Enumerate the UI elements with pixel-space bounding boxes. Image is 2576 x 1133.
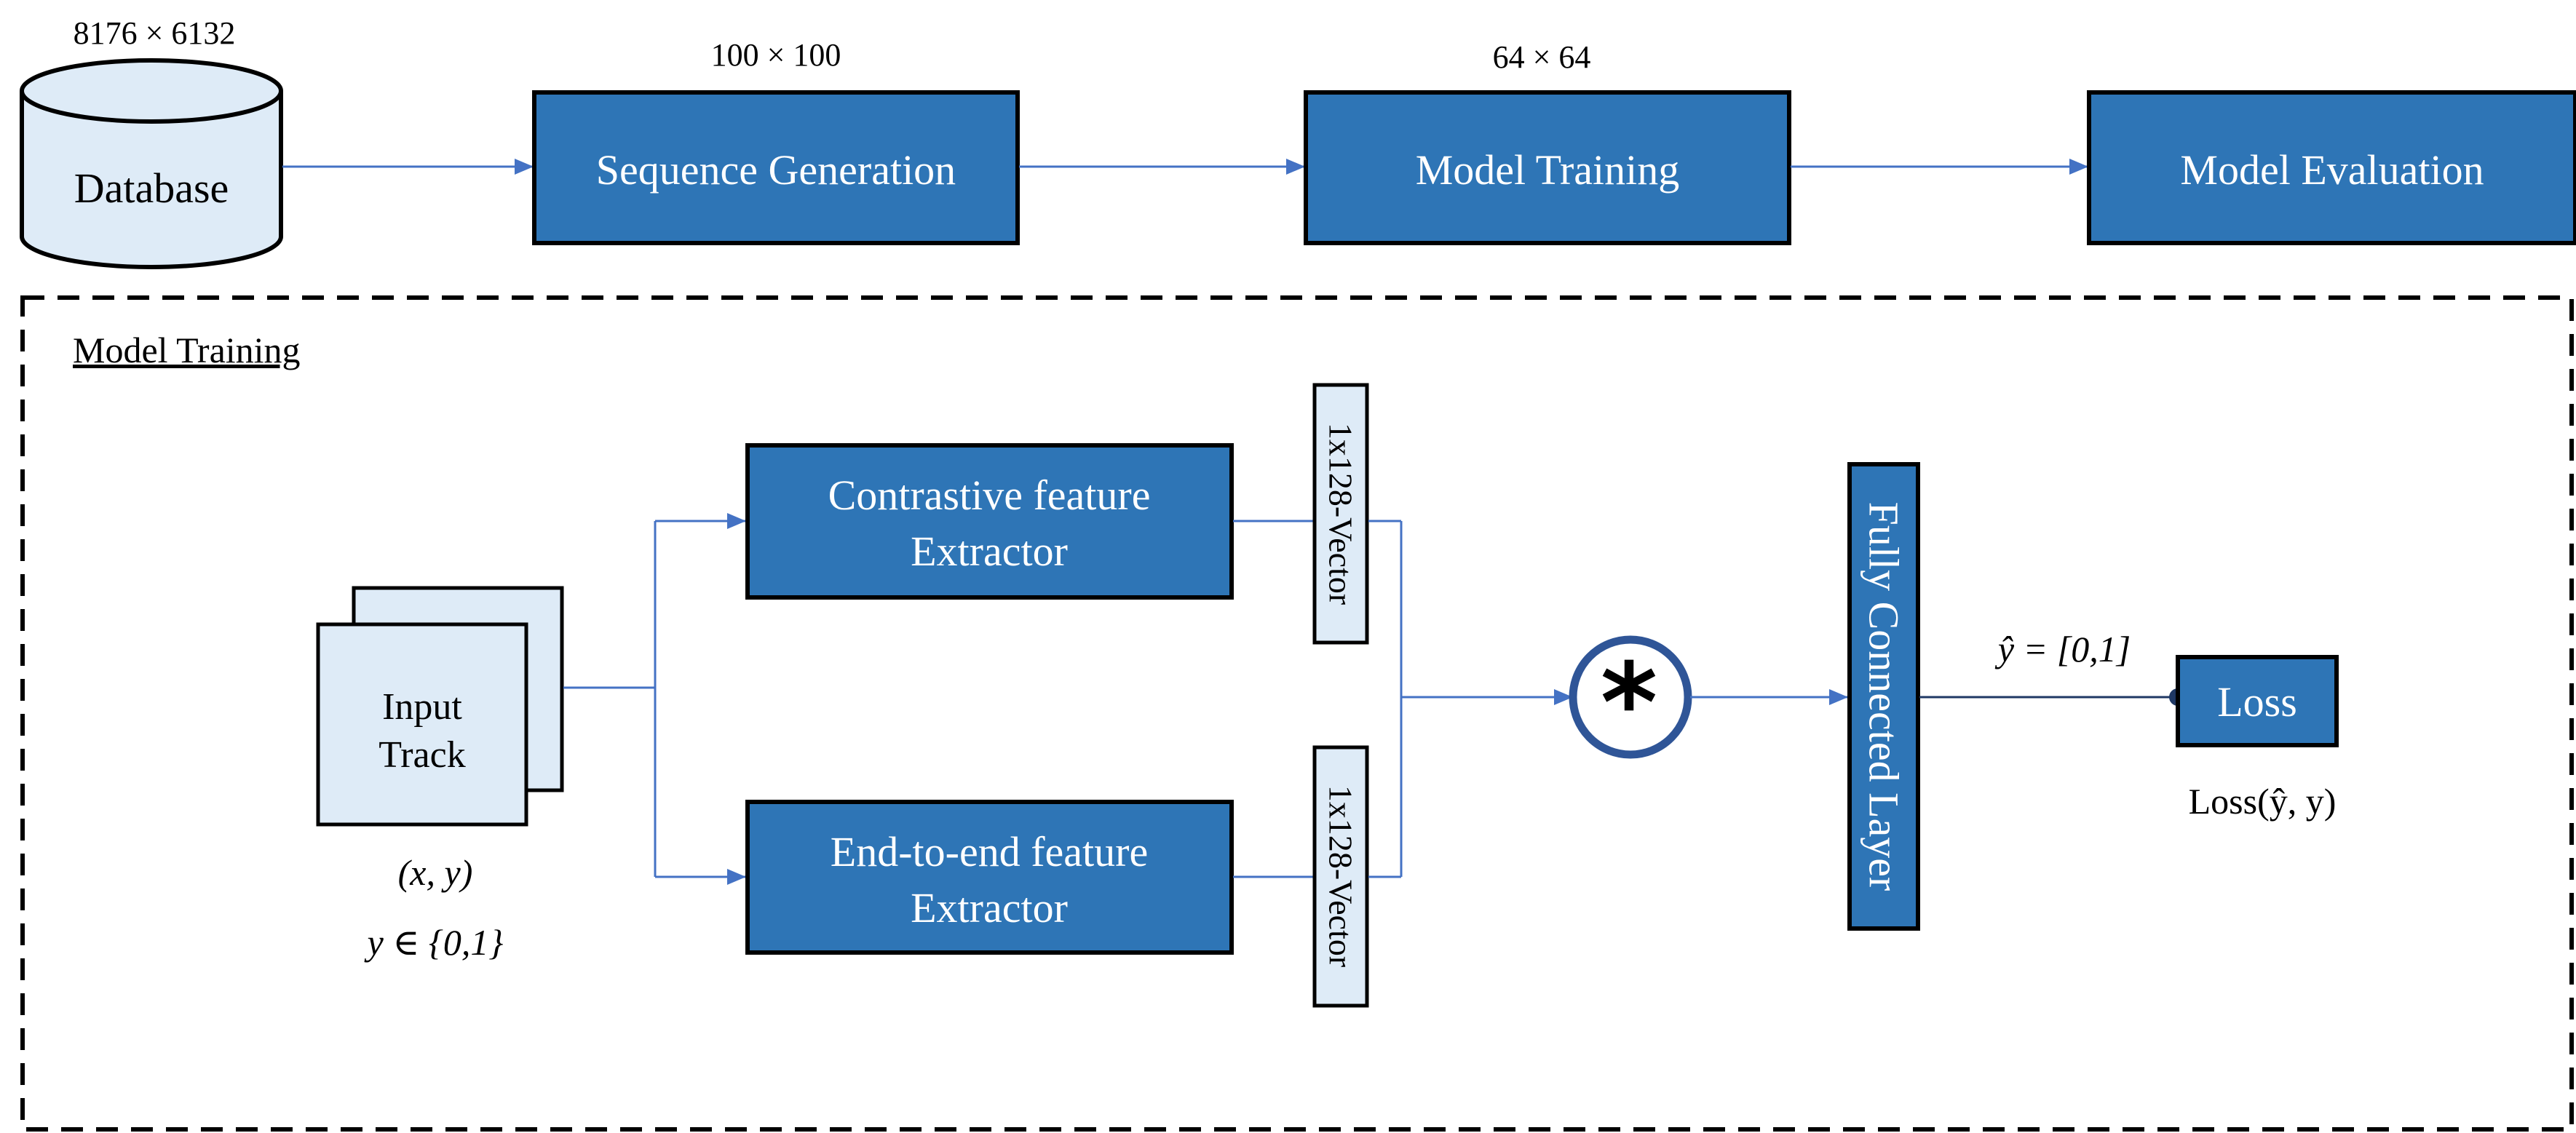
input-track-label-line1: Input [382,686,462,728]
panel-title: Model Training [73,330,301,370]
contrastive-extractor-line1: Contrastive feature [828,472,1151,519]
output-label: ŷ = [0,1] [1994,629,2131,669]
sequence-generation-label: Sequence Generation [596,146,956,194]
end-to-end-extractor-box [745,800,1234,955]
input-pair-label: (x, y) [398,852,473,893]
sequence-size-label: 100 × 100 [711,37,841,73]
combine-operator-symbol: * [1601,640,1657,767]
model-evaluation-box [2087,90,2576,245]
input-track-label-line2: Track [379,734,465,776]
database-size-label: 8176 × 6132 [74,15,236,51]
sequence-generation-box [532,90,1020,245]
model-training-box [1304,90,1791,245]
database-cylinder [20,58,283,269]
model-training-panel [20,295,2574,1132]
input-track-card [316,622,528,827]
input-split-connector [563,521,657,877]
loss-formula-label: Loss(ŷ, y) [2189,781,2337,822]
end-to-end-extractor-line2: Extractor [911,884,1068,931]
contrastive-vector-label: 1x128-Vector [1323,423,1360,605]
contrastive-extractor-line2: Extractor [911,528,1068,575]
end-to-end-vector-label: 1x128-Vector [1323,785,1360,967]
contrastive-extractor-box [745,443,1234,600]
contrastive-vector-box [1312,383,1369,645]
training-size-label: 64 × 64 [1493,39,1591,75]
end-to-end-extractor-line1: End-to-end feature [831,828,1148,875]
end-to-end-vector-box [1312,745,1369,1008]
fully-connected-layer-label: Fully Connected Layer [1860,502,1908,891]
loss-box [2176,655,2339,747]
model-evaluation-label: Model Evaluation [2180,146,2484,194]
loss-box-label: Loss [2217,678,2297,725]
combine-operator-circle [1569,635,1692,759]
database-label: Database [74,164,229,212]
input-domain-label: y ∈ {0,1} [364,922,504,963]
merge-connector [1368,520,1403,878]
model-training-label: Model Training [1416,146,1680,194]
fully-connected-layer-box [1847,462,1920,931]
